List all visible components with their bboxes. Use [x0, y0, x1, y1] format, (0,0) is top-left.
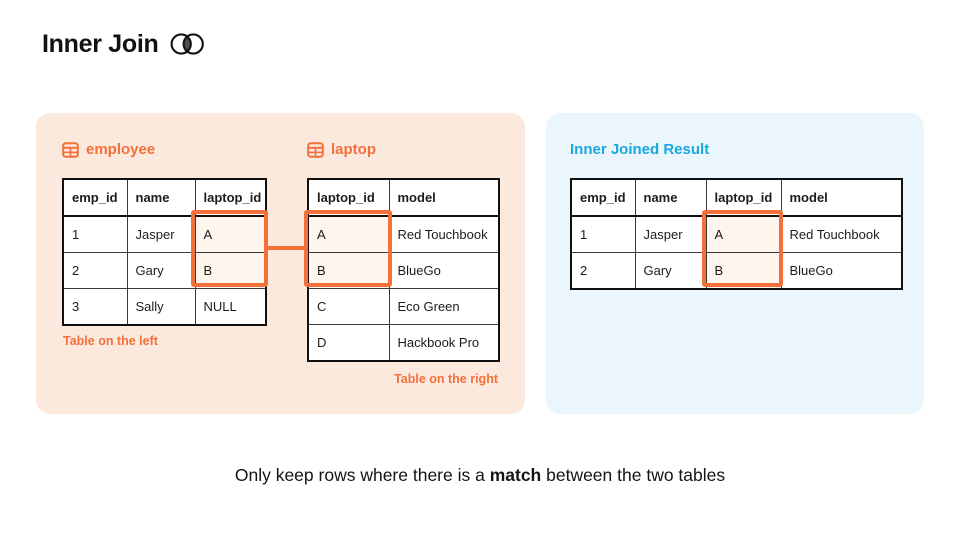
- cell-emp-id: 3: [62, 288, 128, 326]
- cell-name: Gary: [634, 252, 707, 290]
- cell-laptop-id-matched: B: [705, 252, 782, 290]
- page-title: Inner Join: [42, 30, 159, 58]
- cell-model: Red Touchbook: [388, 215, 500, 253]
- table-row: D Hackbook Pro: [307, 324, 500, 362]
- col-header-name: name: [126, 178, 196, 217]
- laptop-table: laptop_id model A Red Touchbook B BlueGo…: [307, 178, 500, 362]
- col-header-model: model: [780, 178, 903, 217]
- caption-prefix: Only keep rows where there is a: [234, 465, 490, 485]
- table-header-row: laptop_id model: [307, 178, 500, 217]
- table-header-row: emp_id name laptop_id: [62, 178, 267, 217]
- employee-table: emp_id name laptop_id 1 Jasper A 2 Gary …: [62, 178, 268, 326]
- cell-emp-id: 2: [62, 252, 128, 289]
- cell-laptop-id-matched: B: [194, 252, 267, 289]
- cell-model: BlueGo: [780, 252, 903, 290]
- col-header-emp-id: emp_id: [570, 178, 636, 217]
- table-row: 2 Gary B BlueGo: [570, 252, 903, 290]
- table-row: C Eco Green: [307, 288, 500, 325]
- cell-laptop-id: C: [307, 288, 390, 325]
- cell-name: Jasper: [634, 215, 707, 253]
- join-connector-line: [265, 246, 307, 250]
- cell-name: Sally: [126, 288, 196, 326]
- employee-table-title-label: employee: [86, 141, 156, 158]
- laptop-table-title-label: laptop: [331, 141, 376, 158]
- cell-name: Gary: [126, 252, 196, 289]
- cell-laptop-id-null: NULL: [194, 288, 267, 326]
- venn-inner-join-icon: [169, 31, 205, 58]
- col-header-name: name: [634, 178, 707, 217]
- result-table-title-label: Inner Joined Result: [570, 141, 710, 158]
- result-table-title: Inner Joined Result: [570, 141, 709, 158]
- table-on-left-label: Table on the left: [63, 334, 158, 348]
- table-grid-icon: [307, 141, 324, 158]
- col-header-model: model: [388, 178, 500, 217]
- col-header-laptop-id: laptop_id: [307, 178, 390, 217]
- cell-emp-id: 2: [570, 252, 636, 290]
- cell-emp-id: 1: [570, 215, 636, 253]
- caption: Only keep rows where there is a match be…: [0, 465, 960, 486]
- employee-table-title: employee: [62, 141, 155, 158]
- table-row: 2 Gary B: [62, 252, 267, 289]
- cell-laptop-id-matched: B: [307, 252, 390, 289]
- cell-laptop-id-matched: A: [705, 215, 782, 253]
- table-grid-icon: [62, 141, 79, 158]
- col-header-laptop-id: laptop_id: [194, 178, 267, 217]
- caption-bold-word: match: [489, 465, 542, 485]
- table-row: 1 Jasper A Red Touchbook: [570, 215, 903, 253]
- cell-emp-id: 1: [62, 215, 128, 253]
- cell-laptop-id-matched: A: [194, 215, 267, 253]
- cell-model: Eco Green: [388, 288, 500, 325]
- col-header-laptop-id: laptop_id: [705, 178, 782, 217]
- table-on-right-label: Table on the right: [394, 372, 498, 386]
- cell-model: BlueGo: [388, 252, 500, 289]
- result-table: emp_id name laptop_id model 1 Jasper A R…: [570, 178, 903, 290]
- table-row: 1 Jasper A: [62, 215, 267, 253]
- laptop-table-title: laptop: [307, 141, 376, 158]
- cell-laptop-id-matched: A: [307, 215, 390, 253]
- caption-suffix: between the two tables: [541, 465, 726, 485]
- table-row: 3 Sally NULL: [62, 288, 267, 326]
- cell-model: Hackbook Pro: [388, 324, 500, 362]
- table-row: A Red Touchbook: [307, 215, 500, 253]
- cell-name: Jasper: [126, 215, 196, 253]
- table-row: B BlueGo: [307, 252, 500, 289]
- cell-model: Red Touchbook: [780, 215, 903, 253]
- table-header-row: emp_id name laptop_id model: [570, 178, 903, 217]
- col-header-emp-id: emp_id: [62, 178, 128, 217]
- header: Inner Join: [42, 30, 205, 59]
- cell-laptop-id: D: [307, 324, 390, 362]
